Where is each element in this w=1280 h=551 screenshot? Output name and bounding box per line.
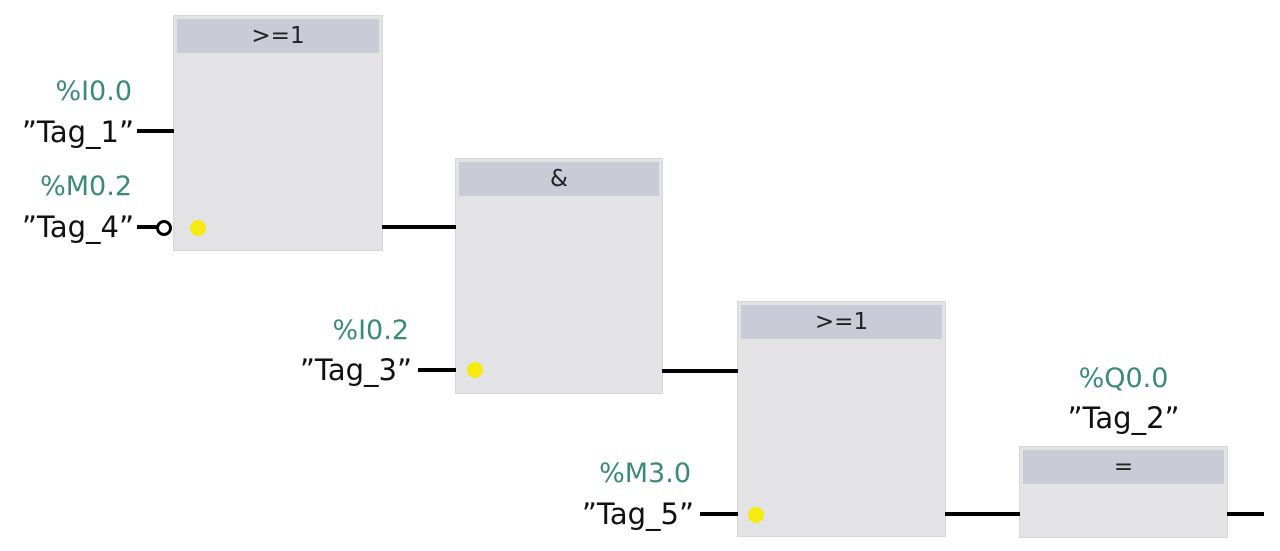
tag-3-label: ”Tag_3” [299,353,412,387]
wire-tag-4 [137,225,157,229]
address-i0-0: %I0.0 [55,76,132,107]
assignment-block[interactable]: = [1020,447,1227,537]
and-block-header: & [459,162,659,196]
wire-tag-3 [418,368,456,372]
or-block-1-header: >=1 [177,19,379,53]
status-indicator-or-1 [190,220,206,236]
tag-1-label: ”Tag_1” [21,115,134,149]
tag-5-label: ”Tag_5” [581,497,694,531]
assignment-block-header: = [1023,450,1224,484]
wire-or2-to-assign [945,512,1020,516]
wire-or1-to-and [382,225,456,229]
tag-4-label: ”Tag_4” [21,210,134,244]
address-q0-0: %Q0.0 [1078,363,1169,394]
and-block[interactable]: & [456,159,662,393]
negation-circle [156,220,172,236]
address-i0-2: %I0.2 [332,315,409,346]
status-indicator-and [467,362,483,378]
or-block-2-header: >=1 [741,305,942,339]
status-indicator-or-2 [748,507,764,523]
or-block-2[interactable]: >=1 [738,302,945,536]
tag-2-label: ”Tag_2” [1067,401,1180,435]
wire-tag-1 [137,129,174,133]
wire-tag-5 [700,512,738,516]
or-block-1[interactable]: >=1 [174,16,382,250]
address-m3-0: %M3.0 [599,458,691,489]
wire-and-to-or2 [662,369,738,373]
address-m0-2: %M0.2 [40,171,132,202]
wire-output [1227,512,1264,516]
